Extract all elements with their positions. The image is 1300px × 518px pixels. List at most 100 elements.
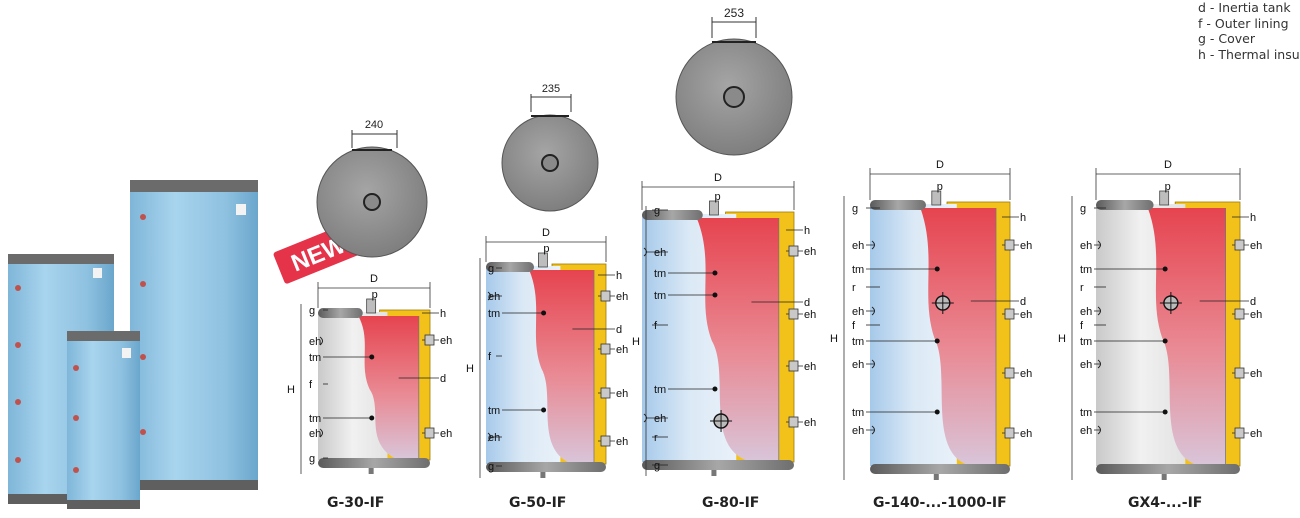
photo-tank-large (130, 180, 258, 490)
inertia-tank-d (1147, 208, 1226, 464)
eh-fitting (643, 247, 647, 257)
cover-bottom-g (642, 460, 794, 470)
label-eh: eh (616, 436, 628, 448)
label-eh: eh (1020, 428, 1032, 440)
label-eh: eh (852, 306, 864, 318)
label-eh: eh (1250, 309, 1262, 321)
label-f: f (309, 379, 313, 391)
eh-fitting (319, 336, 323, 346)
eh-fitting-right (600, 343, 611, 355)
label-D: D (714, 172, 722, 184)
label-eh: eh (616, 344, 628, 356)
label-eh: eh (852, 240, 864, 252)
eh-fitting-right (600, 387, 611, 399)
eh-fitting (871, 240, 875, 250)
drain-port (540, 472, 546, 478)
inertia-tank-d (920, 208, 996, 464)
port-p (366, 298, 377, 314)
label-eh: eh (1080, 306, 1092, 318)
label-eh: eh (804, 246, 816, 258)
label-eh: eh (1080, 359, 1092, 371)
label-d: d (1250, 296, 1256, 308)
cover-bottom-g (486, 462, 606, 472)
label-p: p (714, 191, 720, 203)
sensor-tm (934, 409, 940, 415)
label-D: D (936, 159, 944, 171)
eh-fitting-right (1234, 367, 1245, 379)
eh-fitting-right (788, 308, 799, 320)
label-d: d (804, 297, 810, 309)
model-label-g80: G-80-IF (702, 495, 760, 511)
photo-tank-small (67, 331, 140, 509)
label-g: g (654, 460, 660, 472)
label-h: h (616, 270, 622, 282)
port-p (709, 200, 719, 216)
eh-fitting (319, 428, 323, 438)
label-tm: tm (654, 268, 666, 280)
eh-fitting-right (1004, 367, 1015, 379)
top-view-g50: 235 (501, 83, 599, 212)
label-H: H (466, 363, 474, 375)
cover-top-g (486, 262, 534, 272)
cover-top-g (1096, 200, 1154, 210)
label-eh: eh (309, 336, 321, 348)
sensor-tm (541, 310, 547, 316)
label-tm: tm (488, 308, 500, 320)
label-f: f (654, 320, 658, 332)
label-eh: eh (1020, 240, 1032, 252)
label-eh: eh (440, 428, 452, 440)
legend: d - Inertia tank f - Outer lining g - Co… (1198, 0, 1300, 62)
label-eh: eh (1080, 240, 1092, 252)
eh-fitting-right (1004, 427, 1015, 439)
label-p: p (937, 181, 943, 193)
sensor-tm (712, 292, 718, 298)
top-view-g30: 240 (316, 119, 428, 258)
eh-fitting-right (1234, 427, 1245, 439)
inertia-tank-d (696, 218, 779, 460)
eh-fitting-right (788, 416, 799, 428)
label-eh: eh (1080, 425, 1092, 437)
label-H: H (1058, 333, 1066, 345)
drain-port (933, 474, 939, 480)
eh-fitting-right (788, 245, 799, 257)
label-r: r (654, 432, 658, 444)
label-h: h (440, 308, 446, 320)
label-d: d (1020, 296, 1026, 308)
label-f: f (1080, 320, 1084, 332)
label-r: r (852, 282, 856, 294)
label-eh: eh (616, 388, 628, 400)
label-tm: tm (309, 413, 321, 425)
label-eh: eh (440, 335, 452, 347)
sensor-tm (934, 338, 940, 344)
inertia-tank-d (358, 316, 419, 458)
label-eh: eh (1020, 368, 1032, 380)
label-eh: eh (804, 361, 816, 373)
label-D: D (370, 273, 378, 285)
label-eh: eh (1020, 309, 1032, 321)
dimension-label-235: 235 (542, 83, 560, 95)
cover-top-g (318, 308, 363, 318)
sensor-tm (1162, 266, 1168, 272)
legend-item-g: g - Cover (1198, 31, 1255, 46)
label-h: h (1250, 212, 1256, 224)
eh-fitting (1097, 240, 1101, 250)
label-p: p (543, 243, 549, 255)
sensor-tm (712, 386, 718, 392)
drain-port (368, 468, 374, 474)
label-eh: eh (1250, 428, 1262, 440)
sensor-tm (934, 266, 940, 272)
eh-fitting (871, 306, 875, 316)
eh-fitting-right (600, 290, 611, 302)
port-p (538, 252, 548, 268)
eh-fitting-right (424, 427, 435, 439)
sensor-tm (712, 270, 718, 276)
eh-fitting-right (1004, 308, 1015, 320)
cover-top-g (642, 210, 703, 220)
label-g: g (654, 205, 660, 217)
legend-item-f: f - Outer lining (1198, 15, 1289, 31)
cover-bottom-g (318, 458, 430, 468)
dimension-label-253: 253 (724, 6, 744, 20)
